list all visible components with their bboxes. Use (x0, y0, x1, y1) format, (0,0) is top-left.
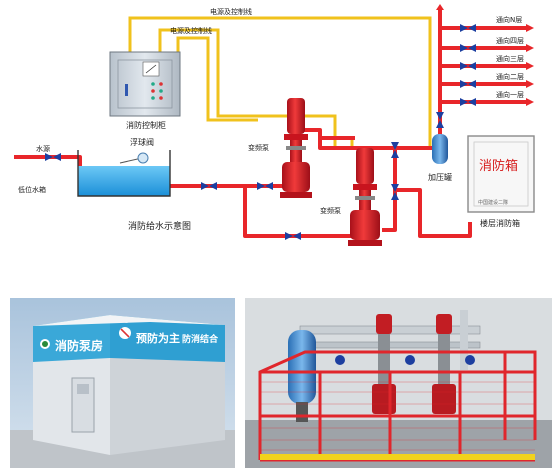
water-source-label: 水源 (36, 144, 50, 153)
pump-2-label: 变频泵 (320, 206, 341, 215)
floor-2-label: 通向二层 (496, 72, 524, 81)
floor-n-label: 通向N层 (496, 15, 522, 24)
hydrant-box-small-text: 中国建设二隊 (478, 199, 508, 206)
valves (45, 44, 476, 240)
floor-3-label: 通向三层 (496, 54, 524, 63)
floor-hydrant-box (467, 135, 535, 213)
low-level-tank (77, 150, 171, 197)
hydrant-box-title: 消防箱 (479, 158, 518, 174)
floor-hydrant-label: 楼层消防箱 (480, 218, 520, 228)
pressure-tank (432, 134, 448, 164)
slogan-1: 预防为主 (136, 331, 180, 345)
floor-outlets (526, 24, 534, 106)
pump-1 (280, 98, 312, 198)
valves-upper (460, 24, 476, 106)
floor-1-label: 通向一层 (496, 90, 524, 99)
low-tank-label: 低位水箱 (18, 185, 46, 194)
pump-room-photo (245, 298, 552, 468)
pump-house-sign: 消防泵房 (55, 338, 103, 353)
control-cabinet-label: 消防控制柜 (126, 120, 166, 130)
pump-2 (348, 148, 382, 246)
power-line-label-top: 电源及控制线 (210, 7, 252, 16)
float-valve-label: 浮球阀 (130, 137, 154, 147)
pump-house-photo (10, 298, 235, 468)
control-cabinet (109, 51, 181, 117)
pressure-tank-label: 加压罐 (428, 172, 452, 182)
floor-4-label: 通向四层 (496, 36, 524, 45)
pump-1-label: 变频泵 (248, 143, 269, 152)
water-pipes (14, 20, 526, 238)
diagram-title: 消防给水示意图 (128, 220, 191, 232)
slogan-2: 防消结合 (182, 333, 219, 345)
power-line-label-mid: 电源及控制线 (170, 26, 212, 35)
